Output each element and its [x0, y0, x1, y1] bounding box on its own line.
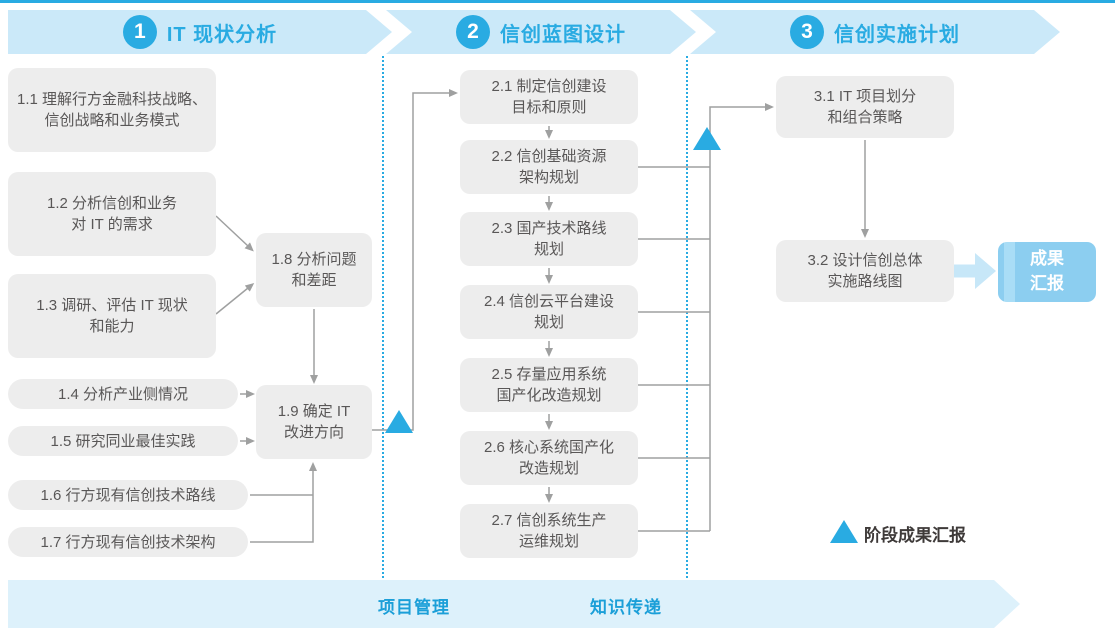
- task-box-1-3: 1.3 调研、评估 IT 现状 和能力: [8, 274, 216, 358]
- task-box-2-6: 2.6 核心系统国产化 改造规划: [460, 431, 638, 485]
- phase-banner-3: 3 信创实施计划: [690, 10, 1060, 54]
- phase-title: 信创蓝图设计: [500, 23, 626, 46]
- phase-banner-2: 2 信创蓝图设计: [386, 10, 696, 54]
- phase-divider-1: [382, 56, 384, 582]
- task-box-1-4: 1.4 分析产业侧情况: [8, 379, 238, 409]
- task-box-1-5: 1.5 研究同业最佳实践: [8, 426, 238, 456]
- task-box-1-1: 1.1 理解行方金融科技战略、 信创战略和业务模式: [8, 68, 216, 152]
- task-box-2-3: 2.3 国产技术路线 规划: [460, 212, 638, 266]
- top-border-line: [0, 0, 1115, 3]
- phase-number-badge: 3: [790, 15, 824, 49]
- phase-title: 信创实施计划: [834, 23, 960, 46]
- task-box-1-6: 1.6 行方现有信创技术路线: [8, 480, 248, 510]
- footer-item-project-management: 项目管理: [378, 598, 450, 617]
- phase-title: IT 现状分析: [166, 23, 278, 46]
- milestone-triangle-icon: [693, 127, 721, 150]
- phase-number-badge: 1: [123, 15, 157, 49]
- task-box-1-7: 1.7 行方现有信创技术架构: [8, 527, 248, 557]
- task-box-1-2: 1.2 分析信创和业务 对 IT 的需求: [8, 172, 216, 256]
- result-arrow: [954, 253, 996, 289]
- footer-item-knowledge-transfer: 知识传递: [590, 598, 662, 617]
- phase-divider-2: [686, 56, 688, 582]
- task-box-2-4: 2.4 信创云平台建设 规划: [460, 285, 638, 339]
- task-box-2-7: 2.7 信创系统生产 运维规划: [460, 504, 638, 558]
- legend-triangle-icon: [830, 520, 858, 543]
- phase-banner-1: 1 IT 现状分析: [8, 10, 392, 54]
- task-box-2-1: 2.1 制定信创建设 目标和原则: [460, 70, 638, 124]
- task-box-3-1: 3.1 IT 项目划分 和组合策略: [776, 76, 954, 138]
- milestone-triangle-icon: [385, 410, 413, 433]
- task-box-3-2: 3.2 设计信创总体 实施路线图: [776, 240, 954, 302]
- task-box-1-9: 1.9 确定 IT 改进方向: [256, 385, 372, 459]
- footer-banner: 项目管理 知识传递: [8, 580, 1020, 628]
- phase-number-badge: 2: [456, 15, 490, 49]
- task-box-2-2: 2.2 信创基础资源 架构规划: [460, 140, 638, 194]
- legend-label: 阶段成果汇报: [864, 526, 966, 545]
- task-box-2-5: 2.5 存量应用系统 国产化改造规划: [460, 358, 638, 412]
- result-report-box: 成果 汇报: [998, 242, 1096, 302]
- task-box-1-8: 1.8 分析问题 和差距: [256, 233, 372, 307]
